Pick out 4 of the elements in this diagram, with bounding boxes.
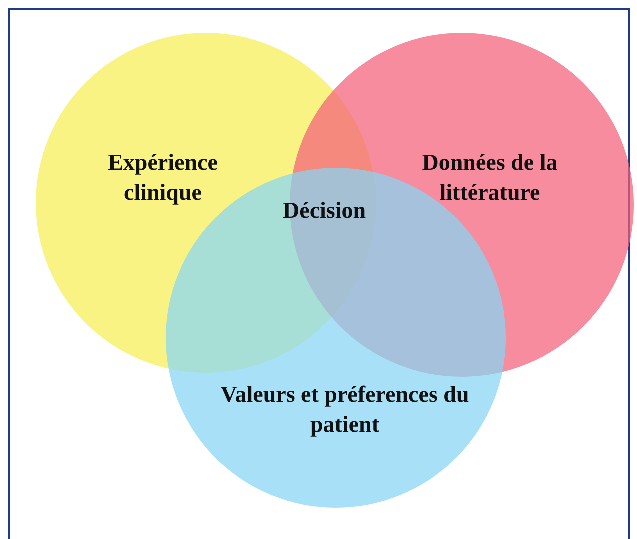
- circle-label: Expérience clinique: [107, 149, 219, 207]
- circle-label: Données de la littérature: [421, 149, 559, 207]
- intersection-label: Décision: [283, 198, 366, 224]
- circle-label: Valeurs et préferences du patient: [220, 381, 470, 439]
